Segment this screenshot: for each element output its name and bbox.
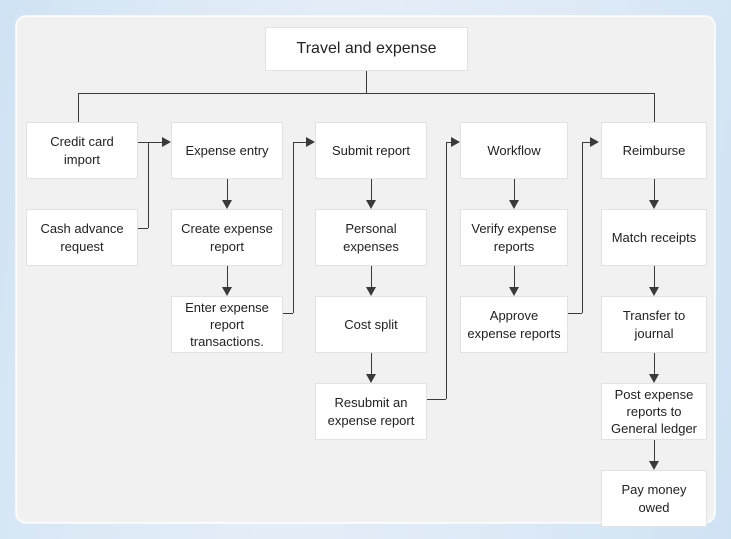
arrow-into-verify-expense-reports	[509, 200, 519, 209]
node-match-receipts[interactable]: Match receipts	[601, 209, 707, 266]
connector-workflow-to-verify	[514, 179, 515, 200]
arrow-into-cost-split	[366, 287, 376, 296]
node-cash-advance-request[interactable]: Cash advance request	[26, 209, 138, 266]
arrow-into-personal-expenses	[366, 200, 376, 209]
arrow-into-pay-money-owed	[649, 461, 659, 470]
connector-match-to-transfer	[654, 266, 655, 287]
arrow-into-reimburse	[590, 137, 599, 147]
connector-transfer-to-post	[654, 353, 655, 374]
connector-cash-advance-out	[138, 228, 148, 229]
node-travel-and-expense[interactable]: Travel and expense	[265, 27, 468, 71]
diagram-panel: Travel and expense Credit card import Ca…	[16, 16, 715, 527]
connector-reimburse-to-match	[654, 179, 655, 200]
node-enter-expense-report-transactions[interactable]: Enter expense report transactions.	[171, 296, 283, 353]
arrow-into-workflow	[451, 137, 460, 147]
connector-root-stem	[366, 71, 367, 93]
connector-col4-riser	[582, 142, 583, 313]
connector-col4-out	[568, 313, 582, 314]
connector-expense-entry-to-create	[227, 179, 228, 200]
node-personal-expenses[interactable]: Personal expenses	[315, 209, 427, 266]
connector-post-to-pay	[654, 440, 655, 461]
arrow-into-create-expense-report	[222, 200, 232, 209]
connector-col2-out	[283, 313, 293, 314]
connector-col4-to-col5	[582, 142, 590, 143]
node-pay-money-owed[interactable]: Pay money owed	[601, 470, 707, 527]
arrow-into-resubmit-an-expense-report	[366, 374, 376, 383]
node-cost-split[interactable]: Cost split	[315, 296, 427, 353]
arrow-into-approve-expense-reports	[509, 287, 519, 296]
node-create-expense-report[interactable]: Create expense report	[171, 209, 283, 266]
arrow-into-submit-report	[306, 137, 315, 147]
node-approve-expense-reports[interactable]: Approve expense reports	[460, 296, 568, 353]
connector-col2-riser	[293, 142, 294, 313]
connector-cost-split-to-resubmit	[371, 353, 372, 374]
node-workflow[interactable]: Workflow	[460, 122, 568, 179]
connector-col3-to-col4	[446, 142, 451, 143]
node-resubmit-an-expense-report[interactable]: Resubmit an expense report	[315, 383, 427, 440]
arrow-into-post-expense-reports-to-general-ledger	[649, 374, 659, 383]
node-post-expense-reports-to-general-ledger[interactable]: Post expense reports to General ledger	[601, 383, 707, 440]
connector-col3-out	[427, 399, 446, 400]
connector-col1-merge	[148, 142, 149, 228]
connector-personal-to-cost-split	[371, 266, 372, 287]
node-expense-entry[interactable]: Expense entry	[171, 122, 283, 179]
arrow-into-transfer-to-journal	[649, 287, 659, 296]
connector-col3-riser	[446, 142, 447, 399]
connector-bus-drop-right	[654, 93, 655, 122]
connector-create-to-enter	[227, 266, 228, 287]
connector-col1-to-col2	[148, 142, 162, 143]
arrow-into-enter-expense-report-transactions	[222, 287, 232, 296]
connector-col2-to-col3	[293, 142, 306, 143]
connector-submit-to-personal	[371, 179, 372, 200]
arrow-into-match-receipts	[649, 200, 659, 209]
connector-bus-drop-left	[78, 93, 79, 122]
connector-credit-card-out	[138, 142, 148, 143]
node-transfer-to-journal[interactable]: Transfer to journal	[601, 296, 707, 353]
node-submit-report[interactable]: Submit report	[315, 122, 427, 179]
node-reimburse[interactable]: Reimburse	[601, 122, 707, 179]
node-credit-card-import[interactable]: Credit card import	[26, 122, 138, 179]
connector-verify-to-approve	[514, 266, 515, 287]
node-verify-expense-reports[interactable]: Verify expense reports	[460, 209, 568, 266]
arrow-into-expense-entry	[162, 137, 171, 147]
connector-root-bus	[78, 93, 655, 94]
